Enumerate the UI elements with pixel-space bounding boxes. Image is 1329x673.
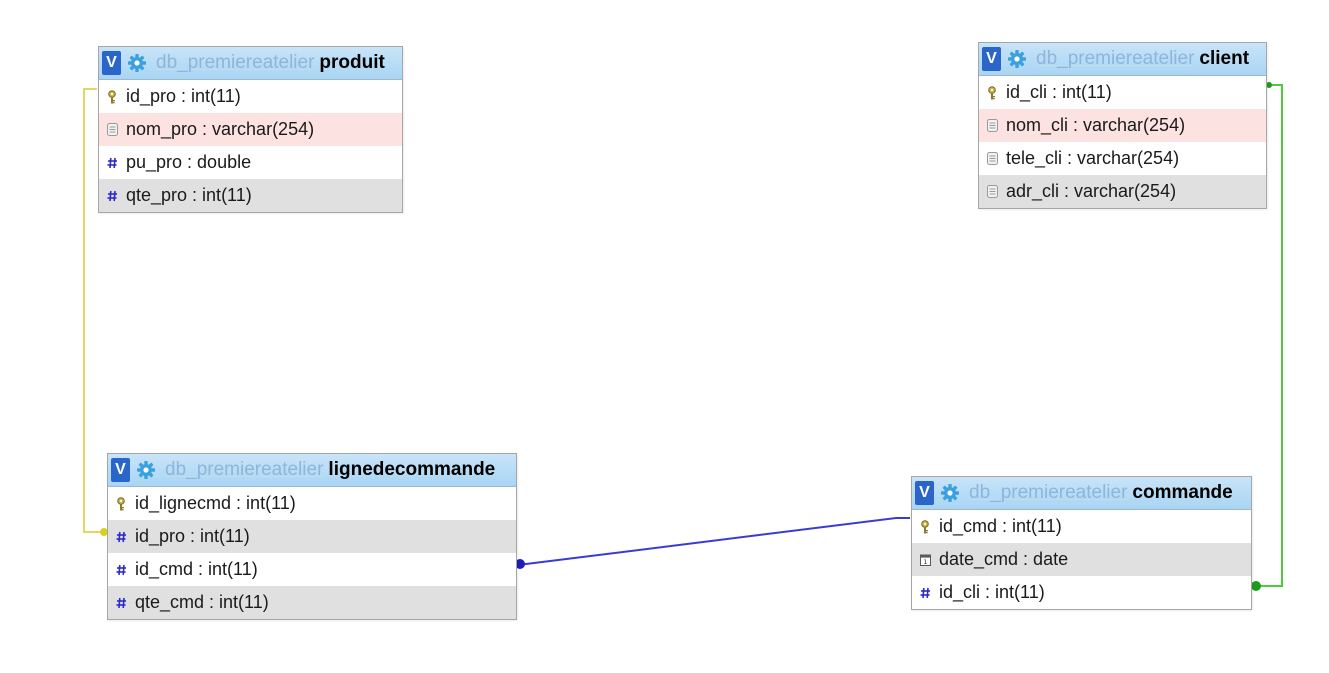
table-card-lignedecommande[interactable]: V db_premiereatelier lignedecommande id_… xyxy=(107,453,517,620)
column-label: id_cmd : int(11) xyxy=(939,516,1062,536)
column-row[interactable]: id_lignecmd : int(11) xyxy=(108,487,516,520)
collapse-toggle-icon[interactable]: V xyxy=(111,458,130,482)
column-row[interactable]: qte_cmd : int(11) xyxy=(108,586,516,619)
primary-key-icon xyxy=(919,519,931,534)
column-label: qte_pro : int(11) xyxy=(126,185,252,205)
text-field-icon xyxy=(106,123,118,137)
column-row[interactable]: id_cli : int(11) xyxy=(979,76,1266,109)
column-label: nom_cli : varchar(254) xyxy=(1006,115,1186,135)
column-row[interactable]: 1 date_cmd : date xyxy=(912,543,1251,576)
collapse-toggle-icon[interactable]: V xyxy=(982,47,1001,71)
column-row[interactable]: id_cmd : int(11) xyxy=(108,553,516,586)
database-name[interactable]: db_premiereatelier xyxy=(156,52,315,73)
column-label: tele_cli : varchar(254) xyxy=(1006,148,1180,168)
column-row[interactable]: qte_pro : int(11) xyxy=(99,179,402,212)
collapse-toggle-icon[interactable]: V xyxy=(102,51,121,75)
table-header[interactable]: V db_premiereatelier commande xyxy=(912,477,1251,510)
gear-icon[interactable] xyxy=(940,483,960,503)
date-field-icon: 1 xyxy=(919,553,931,567)
table-name: commande xyxy=(1132,482,1233,503)
column-row[interactable]: id_pro : int(11) xyxy=(108,520,516,553)
text-field-icon xyxy=(986,119,998,133)
relation-produit-lignedecommande[interactable] xyxy=(83,88,108,536)
gear-icon[interactable] xyxy=(136,460,156,480)
column-label: id_pro : int(11) xyxy=(135,526,250,546)
column-label: qte_cmd : int(11) xyxy=(135,592,269,612)
numeric-field-icon xyxy=(115,563,127,577)
numeric-field-icon xyxy=(106,189,118,203)
svg-text:1: 1 xyxy=(923,558,927,566)
primary-key-icon xyxy=(986,85,998,100)
database-name[interactable]: db_premiereatelier xyxy=(165,459,324,480)
column-row[interactable]: tele_cli : varchar(254) xyxy=(979,142,1266,175)
gear-icon[interactable] xyxy=(127,53,147,73)
table-name: client xyxy=(1199,48,1250,69)
column-row[interactable]: pu_pro : double xyxy=(99,146,402,179)
gear-icon[interactable] xyxy=(1007,49,1027,69)
table-header[interactable]: V db_premiereatelier lignedecommande xyxy=(108,454,516,487)
numeric-field-icon xyxy=(106,156,118,170)
table-header[interactable]: V db_premiereatelier client xyxy=(979,43,1266,76)
column-label: id_pro : int(11) xyxy=(126,86,241,106)
database-name[interactable]: db_premiereatelier xyxy=(969,482,1128,503)
table-name: produit xyxy=(319,52,385,73)
table-card-client[interactable]: V db_premiereatelier client id_cli : int… xyxy=(978,42,1267,209)
collapse-toggle-icon[interactable]: V xyxy=(915,481,934,505)
column-row[interactable]: id_cli : int(11) xyxy=(912,576,1251,609)
table-card-commande[interactable]: V db_premiereatelier commande id_cmd : i… xyxy=(911,476,1252,610)
numeric-field-icon xyxy=(115,596,127,610)
text-field-icon xyxy=(986,152,998,166)
table-name: lignedecommande xyxy=(328,459,496,480)
column-label: nom_pro : varchar(254) xyxy=(126,119,315,139)
relation-lignedecommande-commande[interactable] xyxy=(515,517,910,569)
table-header[interactable]: V db_premiereatelier produit xyxy=(99,47,402,80)
column-row[interactable]: id_pro : int(11) xyxy=(99,80,402,113)
column-row[interactable]: nom_pro : varchar(254) xyxy=(99,113,402,146)
primary-key-icon xyxy=(115,496,127,511)
column-label: date_cmd : date xyxy=(939,549,1069,569)
numeric-field-icon xyxy=(919,586,931,600)
primary-key-icon xyxy=(106,89,118,104)
column-label: adr_cli : varchar(254) xyxy=(1006,181,1177,201)
text-field-icon xyxy=(986,185,998,199)
column-row[interactable]: id_cmd : int(11) xyxy=(912,510,1251,543)
table-card-produit[interactable]: V db_premiereatelier produit id_pro : in… xyxy=(98,46,403,213)
relation-commande-client[interactable] xyxy=(1251,82,1283,591)
database-name[interactable]: db_premiereatelier xyxy=(1036,48,1195,69)
column-label: id_cli : int(11) xyxy=(1006,82,1112,102)
column-label: id_cmd : int(11) xyxy=(135,559,258,579)
column-row[interactable]: adr_cli : varchar(254) xyxy=(979,175,1266,208)
numeric-field-icon xyxy=(115,530,127,544)
column-label: id_cli : int(11) xyxy=(939,582,1045,602)
column-label: pu_pro : double xyxy=(126,152,252,172)
column-row[interactable]: nom_cli : varchar(254) xyxy=(979,109,1266,142)
column-label: id_lignecmd : int(11) xyxy=(135,493,296,513)
